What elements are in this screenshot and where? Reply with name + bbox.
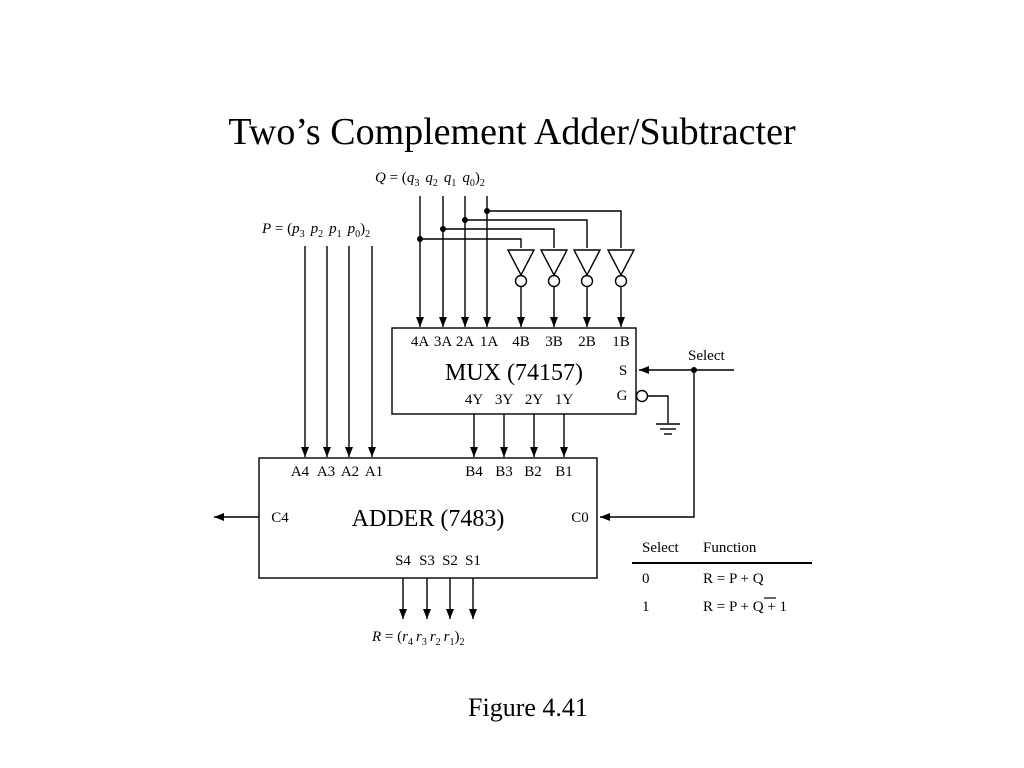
junction-dots xyxy=(417,208,697,373)
ground-wire xyxy=(647,395,669,423)
mux-pin-3a: 3A xyxy=(434,334,453,350)
adder-pin-c4: C4 xyxy=(271,510,289,526)
adder-pin-a2: A2 xyxy=(341,464,359,480)
table-header-function: Function xyxy=(703,540,757,556)
adder-pin-a4: A4 xyxy=(291,464,310,480)
table-row-0-select: 0 xyxy=(642,571,650,587)
table-header-select: Select xyxy=(642,540,679,556)
q2-branch xyxy=(443,228,555,248)
adder-pin-b4: B4 xyxy=(465,464,483,480)
enable-bubble xyxy=(635,389,649,403)
adder-pin-s3: S3 xyxy=(419,553,435,569)
mux-pin-4a: 4A xyxy=(411,334,430,350)
mux-box xyxy=(391,327,637,415)
adder-pin-s1: S1 xyxy=(465,553,481,569)
select-label: Select xyxy=(688,348,725,364)
adder-pin-b2: B2 xyxy=(524,464,542,480)
adder-box xyxy=(258,457,598,579)
figure-caption: Figure 4.41 xyxy=(468,693,588,722)
q-bar: Q xyxy=(753,599,764,615)
adder-pin-c0: C0 xyxy=(571,510,589,526)
q1-branch xyxy=(465,219,588,248)
adder-pin-a1: A1 xyxy=(365,464,383,480)
mux-pin-3b: 3B xyxy=(545,334,563,350)
slide-title: Two’s Complement Adder/Subtracter xyxy=(228,111,796,153)
mux-pin-2y: 2Y xyxy=(525,392,544,408)
adder-pin-b3: B3 xyxy=(495,464,513,480)
mux-pin-1a: 1A xyxy=(480,334,499,350)
adder-pin-a3: A3 xyxy=(317,464,335,480)
table-row-0-function: R = P + Q xyxy=(703,571,764,587)
q0-branch xyxy=(487,210,622,248)
mux-pin-2b: 2B xyxy=(578,334,596,350)
mux-pin-s: S xyxy=(619,363,627,379)
inverter-gates xyxy=(506,249,636,327)
q3-branch xyxy=(420,238,522,248)
mux-pin-g: G xyxy=(617,388,628,404)
adder-pin-s2: S2 xyxy=(442,553,458,569)
mux-name: MUX (74157) xyxy=(445,360,583,386)
mux-pin-3y: 3Y xyxy=(495,392,514,408)
adder-pin-s4: S4 xyxy=(395,553,411,569)
table-row-1-select: 1 xyxy=(642,599,650,615)
mux-pin-1b: 1B xyxy=(612,334,630,350)
adder-pin-b1: B1 xyxy=(555,464,573,480)
mux-pin-2a: 2A xyxy=(456,334,475,350)
select-to-c0-wire xyxy=(600,370,695,521)
mux-pin-1y: 1Y xyxy=(555,392,574,408)
table-row-1-function: R = P + Q + 1 xyxy=(703,599,787,615)
adder-name: ADDER (7483) xyxy=(352,506,505,532)
mux-pin-4b: 4B xyxy=(512,334,530,350)
mux-pin-4y: 4Y xyxy=(465,392,484,408)
